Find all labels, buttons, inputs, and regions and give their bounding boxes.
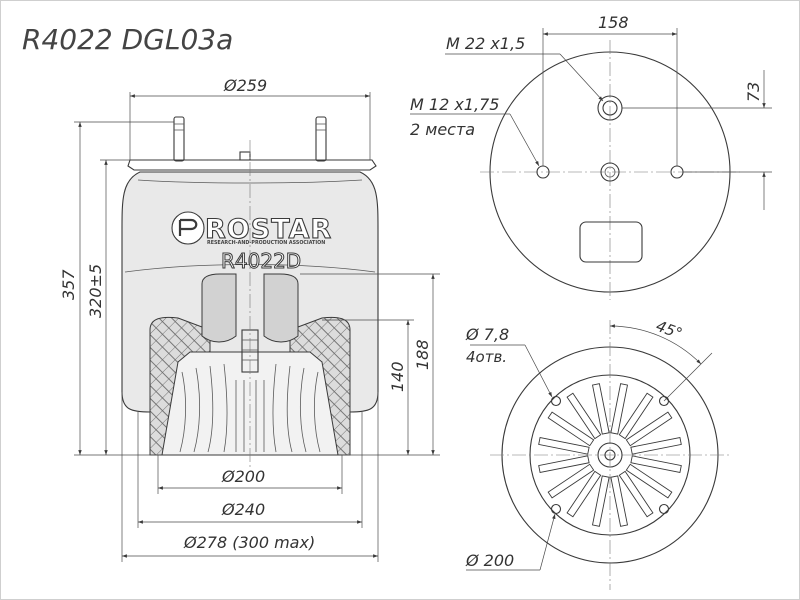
right-bumper — [263, 273, 299, 343]
top-view: 158 73 M 22 x1,5 M 12 x1,75 2 места — [410, 13, 772, 300]
dim-piston-140: 140 — [388, 361, 407, 392]
angle-45: 45° — [654, 317, 685, 343]
thread-m12-qty: 2 места — [410, 120, 475, 139]
brand-tagline: RESEARCH-AND-PRODUCTION ASSOCIATION — [207, 240, 325, 246]
dim-diam-240: Ø240 — [221, 500, 265, 519]
rostar-logo: ROSTAR RESEARCH-AND-PRODUCTION ASSOCIATI… — [171, 211, 332, 274]
bottom-center-hub — [597, 442, 623, 468]
m22-fitting-inner — [602, 100, 618, 116]
bottom-rib — [547, 463, 595, 499]
dim-piston-188: 188 — [413, 339, 432, 370]
top-plate — [127, 159, 377, 171]
mount-hole-4 — [658, 503, 670, 515]
bottom-rib — [610, 475, 629, 527]
bottom-rib — [566, 470, 602, 518]
hole-quantity: 4отв. — [466, 348, 507, 366]
bottom-rib — [591, 475, 610, 527]
bottom-rib — [591, 383, 610, 435]
right-stud — [315, 116, 327, 162]
drawing-title: R4022 DGL03a — [22, 23, 233, 56]
bottom-rib — [538, 455, 590, 474]
side-view: ROSTAR RESEARCH-AND-PRODUCTION ASSOCIATI… — [59, 76, 440, 562]
dim-working-height: 320±5 — [86, 264, 105, 318]
bolt-circle-diameter: Ø 200 — [465, 551, 514, 570]
mount-hole-3 — [550, 503, 562, 515]
bottom-rib — [618, 470, 654, 518]
bottom-rib — [630, 455, 682, 474]
bottom-rib — [630, 436, 682, 455]
dim-piston-diam-200: Ø200 — [221, 467, 265, 486]
left-bumper — [201, 273, 237, 343]
left-stud — [173, 116, 185, 162]
dim-73: 73 — [744, 82, 763, 102]
bottom-ribs — [538, 383, 682, 527]
bottom-rib — [618, 392, 654, 440]
bottom-rib — [566, 392, 602, 440]
label-plate — [579, 221, 643, 263]
dim-diam-278: Ø278 (300 max) — [183, 533, 315, 552]
bottom-rib — [538, 436, 590, 455]
center-boss — [600, 162, 620, 182]
dim-top-diameter: Ø259 — [223, 76, 267, 95]
bottom-rib — [547, 411, 595, 447]
bottom-rib — [610, 383, 629, 435]
piston-ribs — [179, 363, 321, 453]
hole-diameter: Ø 7,8 — [465, 325, 509, 344]
bottom-view: 45° Ø 7,8 4отв. Ø 200 — [465, 317, 730, 590]
dim-total-height: 357 — [59, 269, 78, 300]
bottom-rib — [625, 463, 673, 499]
air-fitting — [239, 151, 251, 161]
dim-158: 158 — [598, 13, 629, 32]
mount-hole-1 — [550, 395, 562, 407]
bottom-rib — [625, 411, 673, 447]
angle-arc — [609, 324, 702, 365]
brand-name: ROSTAR — [205, 214, 332, 245]
thread-m22-label: M 22 x1,5 — [446, 34, 525, 53]
model-label: R4022D — [221, 249, 301, 273]
bellows-fold-line — [124, 264, 376, 273]
mount-hole-2 — [658, 395, 670, 407]
thread-m12-label: M 12 x1,75 — [410, 95, 499, 114]
